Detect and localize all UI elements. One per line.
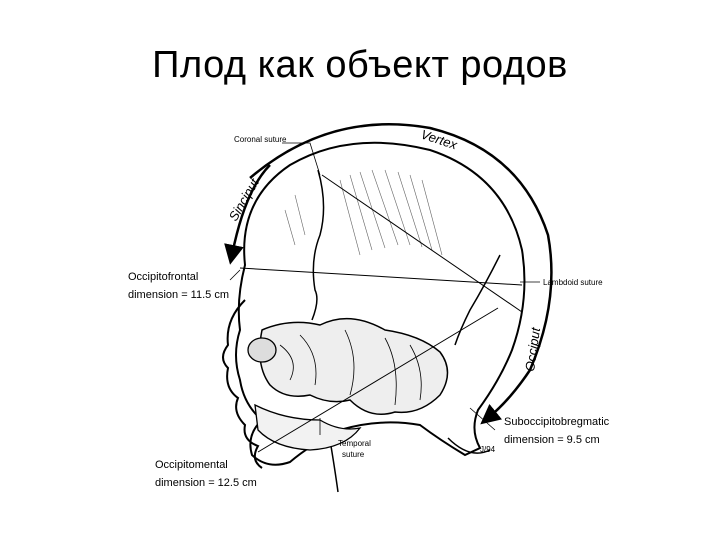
occipitomental-value: dimension = 12.5 cm [155, 477, 257, 489]
artist-signature: J/94 [480, 445, 496, 454]
cranial-shading [284, 169, 443, 256]
orbit [247, 337, 277, 363]
occipitomental-line [321, 174, 523, 313]
slide-title: Плод как объект родов [152, 44, 568, 86]
occipitomental-name: Occipitomental [155, 459, 228, 471]
occiput-label: Occiput [522, 325, 543, 372]
base-bone-shading [279, 329, 422, 406]
lambdoid-suture-label: Lambdoid suture [543, 278, 603, 287]
vertex-arc-arrow [249, 122, 553, 425]
jaw [254, 403, 362, 451]
face-profile [222, 299, 263, 469]
leader-lines [229, 142, 540, 435]
occipitofrontal-name: Occipitofrontal [128, 271, 198, 283]
occipitofrontal-line [239, 267, 523, 286]
lambdoid-suture-line [454, 254, 501, 346]
temporal-suture-label-line2: suture [342, 450, 365, 459]
coronal-suture-line [311, 169, 325, 321]
occipitofrontal-value: dimension = 11.5 cm [128, 289, 229, 301]
sinciput-arc-arrow [224, 164, 271, 265]
suboccipitobregmatic-name: Suboccipitobregmatic [504, 416, 610, 428]
suboccipitobregmatic-line [257, 307, 499, 453]
fetal-skull-diagram: Coronal suture Vertex Sinciput Occiput L… [128, 122, 610, 493]
coronal-suture-label: Coronal suture [234, 135, 287, 144]
temporal-suture-label-line1: Temporal [338, 439, 371, 448]
suboccipitobregmatic-value: dimension = 9.5 cm [504, 434, 600, 446]
